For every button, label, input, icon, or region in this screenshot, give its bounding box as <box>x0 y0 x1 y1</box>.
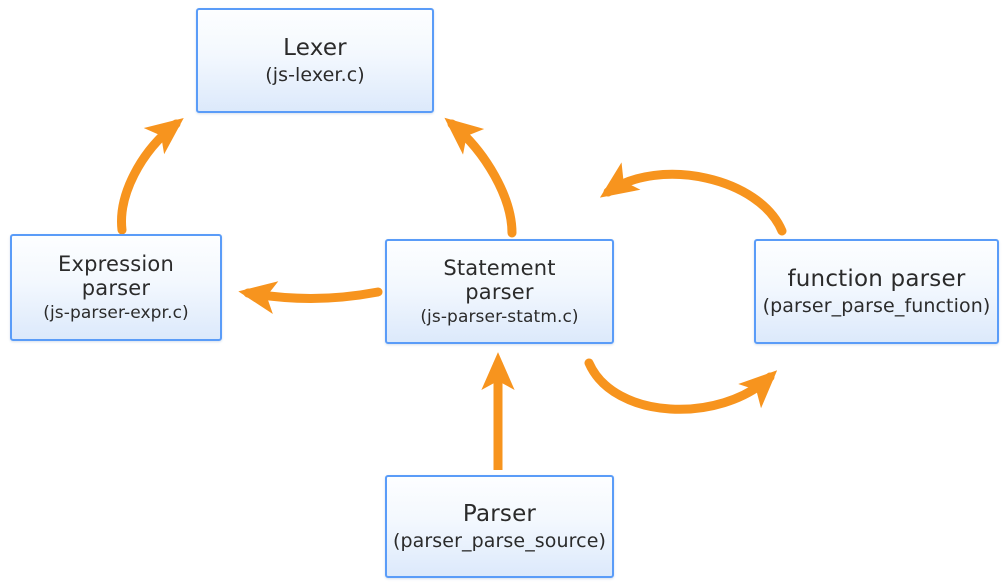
arrow-statement-parser-to-function-parser <box>584 358 778 414</box>
arrow-expression-parser-to-lexer <box>117 117 184 235</box>
node-lexer-title: Lexer <box>283 34 347 61</box>
arrow-function-parser-to-statement-parser <box>599 162 787 236</box>
node-statement-parser-title: Statement parser <box>443 255 556 305</box>
arrow-statement-parser-to-lexer <box>444 117 517 238</box>
node-expression-parser-subtitle: (js-parser-expr.c) <box>43 303 189 324</box>
node-lexer[interactable]: Lexer (js-lexer.c) <box>196 8 434 113</box>
arrow-statement-parser-to-expression-parser <box>238 281 383 315</box>
node-statement-parser-subtitle: (js-parser-statm.c) <box>420 307 579 328</box>
node-parser-subtitle: (parser_parse_source) <box>392 529 607 552</box>
node-parser-title: Parser <box>462 500 537 527</box>
node-function-parser-title: function parser <box>787 265 966 292</box>
node-function-parser[interactable]: function parser (parser_parse_function) <box>754 239 999 344</box>
node-parser[interactable]: Parser (parser_parse_source) <box>385 475 614 578</box>
node-expression-parser[interactable]: Expression parser (js-parser-expr.c) <box>10 234 222 341</box>
node-lexer-subtitle: (js-lexer.c) <box>265 63 365 86</box>
node-function-parser-subtitle: (parser_parse_function) <box>762 294 991 317</box>
node-expression-parser-title: Expression parser <box>58 251 174 301</box>
node-statement-parser[interactable]: Statement parser (js-parser-statm.c) <box>385 239 614 344</box>
